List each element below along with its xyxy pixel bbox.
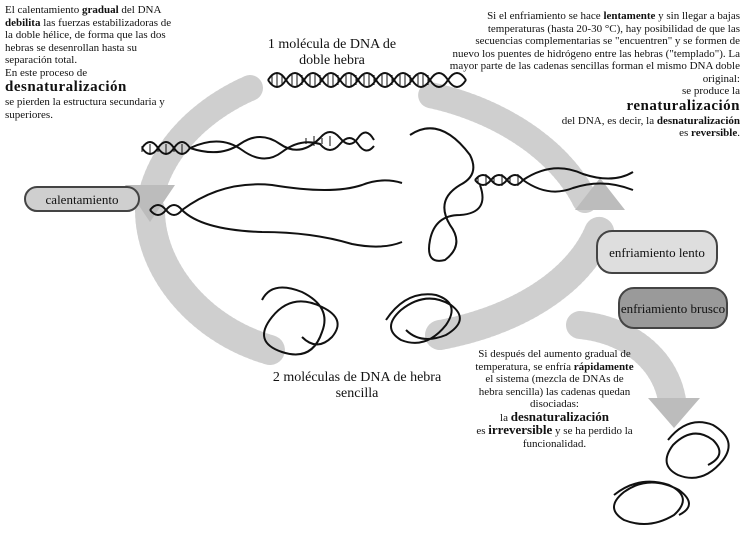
text-run: del DNA, es decir, la: [562, 115, 654, 127]
bold-run: desnaturalización: [657, 115, 740, 127]
label-calentamiento: calentamiento: [24, 186, 140, 212]
single-strand-coil-3: [667, 422, 729, 478]
irreversible-term: irreversible: [488, 422, 552, 437]
label-enfriamiento-lento: enfriamiento lento: [596, 230, 718, 274]
single-strand-coil-4: [614, 482, 689, 524]
text-run: se produce la: [682, 85, 740, 97]
bold-run: lentamente: [603, 10, 655, 22]
text-run: es: [679, 127, 691, 139]
caption-double-strand: 1 molécula de DNA de doble hebra: [262, 37, 402, 69]
text-run: .: [737, 127, 740, 139]
text-run: El calentamiento: [5, 4, 82, 16]
desnaturalizacion-term: desnaturalización: [5, 79, 127, 95]
text-run: se pierden la estructura secundaria y su…: [5, 96, 165, 121]
text-run: Si el enfriamiento se hace: [487, 10, 603, 22]
bold-run: gradual: [82, 4, 119, 16]
reversible-term: reversible: [691, 127, 737, 139]
dna-rungs-top: [272, 73, 428, 87]
enfriamiento-brusco-explanation: Si después del aumento gradual de temper…: [472, 348, 637, 450]
renaturalizacion-term: renaturalización: [626, 98, 740, 114]
text-run: En este proceso de: [5, 67, 87, 79]
bold-run: rápidamente: [574, 361, 634, 373]
label-enfriamiento-brusco: enfriamiento brusco: [618, 287, 728, 329]
text-run: el sistema (mezcla de DNAs de hebra senc…: [479, 373, 630, 410]
caption-single-strand: 2 moléculas de DNA de hebra sencilla: [272, 370, 442, 402]
enfriamiento-lento-explanation: Si el enfriamiento se hace lentamente y …: [448, 10, 740, 140]
text-run: es: [476, 425, 488, 437]
calentamiento-explanation: El calentamiento gradual del DNA debilit…: [5, 4, 180, 121]
dna-separated-left: [150, 180, 402, 246]
text-run: del DNA: [119, 4, 161, 16]
bold-run: debilita: [5, 17, 40, 29]
